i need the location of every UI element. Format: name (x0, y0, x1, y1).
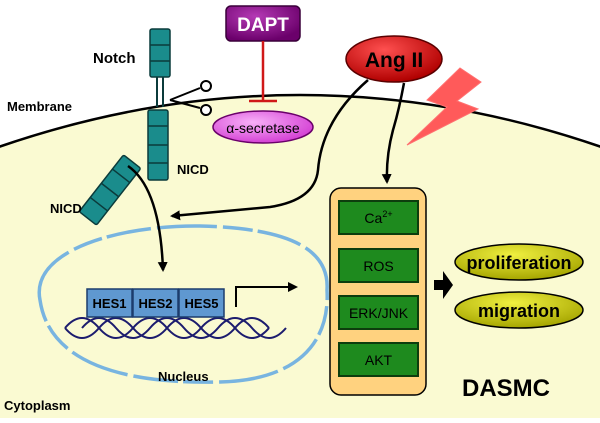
pathway-to-outcome-arrow (434, 271, 453, 299)
pathway-item-ros: ROS (338, 248, 419, 283)
dna-helix (64, 317, 287, 339)
notch-receptor-extracellular (149, 28, 171, 107)
dapt-inhibition-line (249, 41, 277, 103)
nicd-released (79, 154, 141, 226)
membrane-label: Membrane (7, 99, 72, 114)
pathway-item-ca: Ca2+ (338, 200, 419, 235)
hes1-gene: HES1 (86, 288, 133, 318)
pathway-item-ca-superscript: 2+ (382, 209, 392, 219)
dapt-inhibitor: DAPT (225, 5, 301, 42)
outcome-migration: migration (454, 291, 584, 329)
pathway-item-akt-label: AKT (365, 352, 393, 368)
nucleus-envelope (37, 224, 329, 384)
ang-ii-stimulus: Ang II (345, 35, 443, 83)
cytoplasm-label: Cytoplasm (4, 398, 70, 413)
lightning-icon (406, 67, 482, 146)
notch-label: Notch (93, 50, 136, 67)
nucleus-label: Nucleus (158, 369, 209, 384)
nicd-left-label: NICD (50, 201, 82, 216)
transcription-arrow (235, 282, 298, 307)
ang-ii-to-nucleus-arrow (170, 79, 369, 221)
hes2-label: HES2 (139, 296, 173, 311)
signaling-pathway-box: Ca2+ ROS ERK/JNK AKT (329, 187, 427, 396)
hes5-label: HES5 (185, 296, 219, 311)
outcome-migration-label: migration (478, 301, 560, 321)
nicd-top-label: NICD (177, 162, 209, 177)
ang-ii-to-pathway-arrow (381, 82, 406, 184)
hes2-gene: HES2 (132, 288, 179, 318)
dapt-label: DAPT (237, 15, 289, 36)
nicd-to-hes-arrow (127, 164, 168, 272)
pathway-item-erk-jnk: ERK/JNK (338, 295, 419, 330)
ang-ii-label: Ang II (365, 49, 423, 72)
alpha-secretase-enzyme: α-secretase (212, 110, 314, 144)
dasmc-label: DASMC (462, 375, 550, 402)
hes1-label: HES1 (93, 296, 127, 311)
outcome-proliferation: proliferation (454, 243, 584, 281)
nicd-membrane (147, 109, 169, 181)
hes5-gene: HES5 (178, 288, 225, 318)
pathway-item-ros-label: ROS (363, 258, 393, 274)
pathway-item-erk-jnk-label: ERK/JNK (349, 305, 409, 321)
scissors-icon (169, 80, 212, 116)
svg-text:Ca2+: Ca2+ (364, 209, 392, 226)
outcome-proliferation-label: proliferation (466, 253, 571, 273)
pathway-item-ca-label: Ca (364, 210, 382, 226)
pathway-item-akt: AKT (338, 342, 419, 377)
alpha-secretase-label: α-secretase (226, 120, 300, 136)
